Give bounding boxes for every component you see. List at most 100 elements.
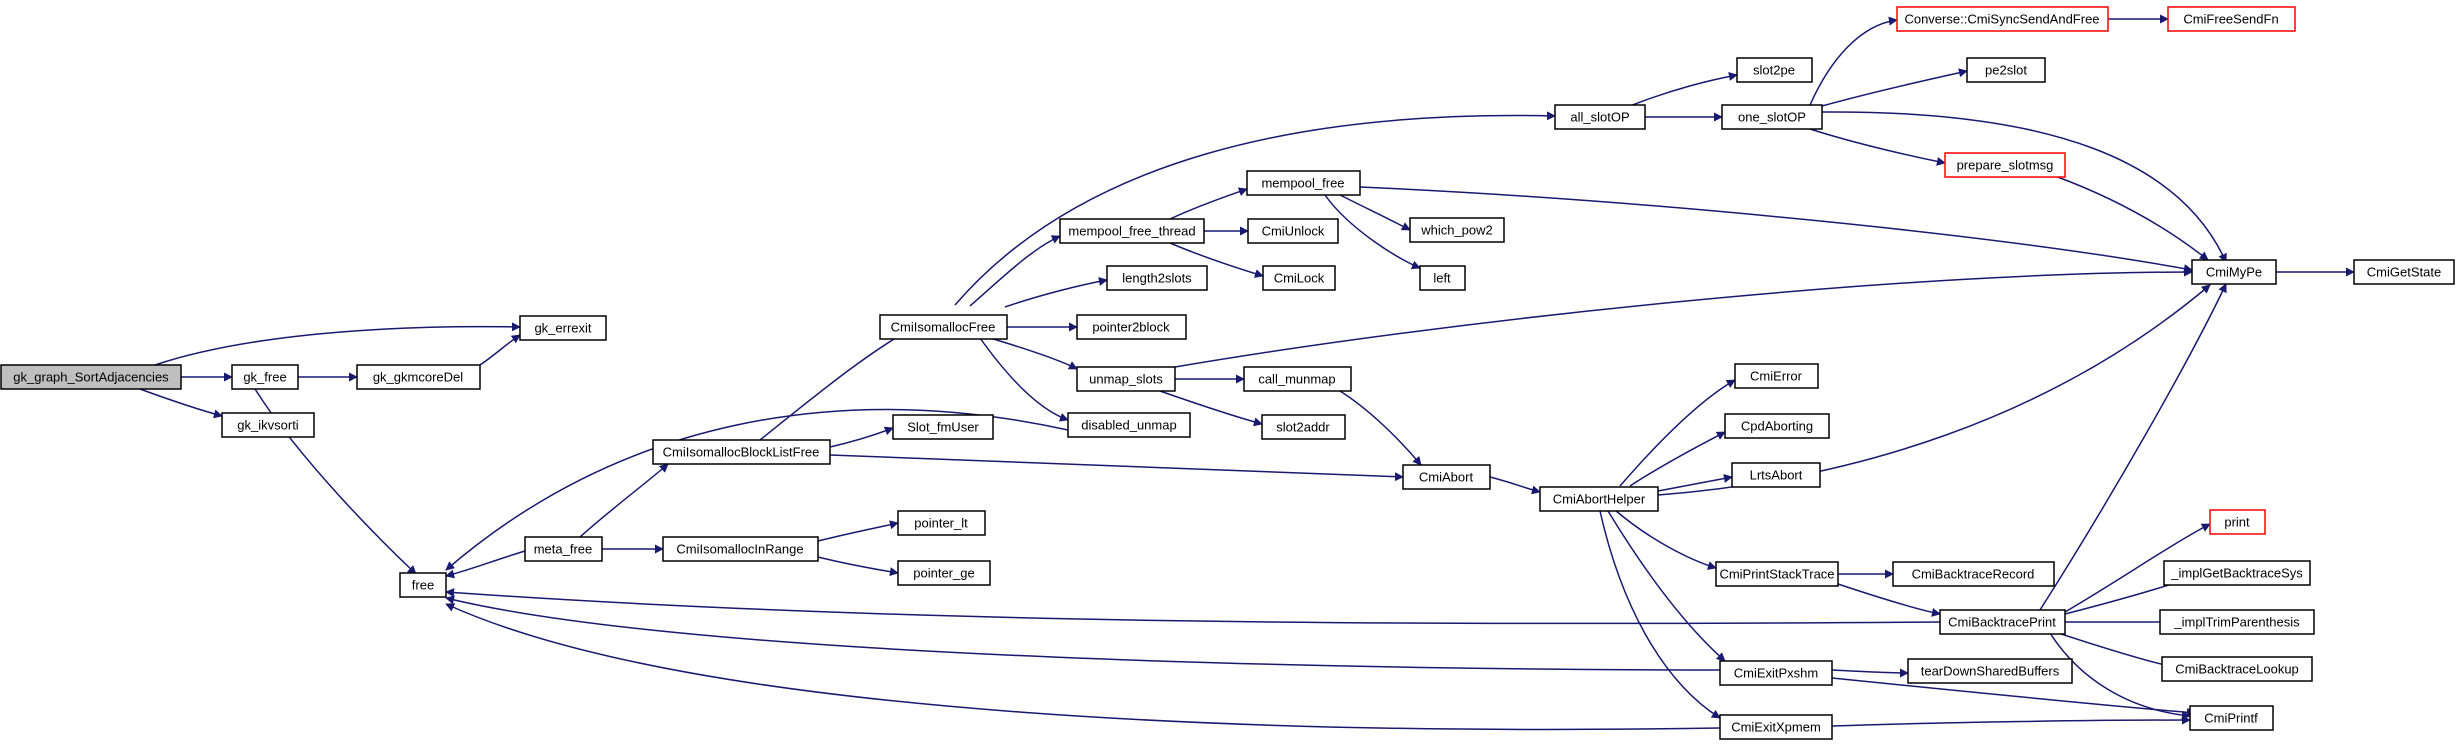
node-label: unmap_slots — [1089, 372, 1163, 387]
node-cmiexitpxshm[interactable]: CmiExitPxshm — [1719, 660, 1833, 686]
node-cmiaborthelper[interactable]: CmiAbortHelper — [1539, 486, 1659, 512]
node-label: which_pow2 — [1420, 223, 1493, 238]
edge-sortadj-errexit — [154, 322, 521, 366]
node-gk-gkmcoredel[interactable]: gk_gkmcoreDel — [356, 364, 481, 390]
node-cmiisomallocblocklistfree[interactable]: CmiIsomallocBlockListFree — [652, 439, 831, 465]
node-label: CmiGetState — [2367, 265, 2441, 280]
node-disabled-unmap[interactable]: disabled_unmap — [1067, 412, 1191, 438]
node-prepare-slotmsg[interactable]: prepare_slotmsg — [1944, 152, 2066, 178]
node-left[interactable]: left — [1419, 265, 1466, 291]
node-label: all_slotOP — [1570, 110, 1629, 125]
node-gk-free[interactable]: gk_free — [231, 364, 299, 390]
edge-inrange-pointerge — [817, 556, 899, 577]
node-cmiprintf[interactable]: CmiPrintf — [2189, 705, 2274, 731]
edge-backtraceprint-print — [2064, 523, 2211, 613]
node-slot-fmuser[interactable]: Slot_fmUser — [892, 414, 994, 440]
node-cmiabort[interactable]: CmiAbort — [1402, 464, 1491, 490]
edge-oneslotop-prepareslotmsg — [1809, 128, 1946, 166]
edge-printstacktrace-backtraceprint — [1837, 583, 1941, 617]
node-impltrimparenthesis[interactable]: _implTrimParenthesis — [2159, 609, 2315, 635]
node-cmigetstate[interactable]: CmiGetState — [2353, 259, 2455, 285]
node-cmiisomallocfree[interactable]: CmiIsomallocFree — [879, 314, 1008, 340]
edge-backtraceprint-free — [445, 588, 1941, 625]
node-slot2addr[interactable]: slot2addr — [1261, 414, 1346, 440]
node-gk-graph-sortadjacencies[interactable]: gk_graph_SortAdjacencies — [0, 364, 182, 390]
edge-metafree-blocklistfree — [579, 463, 669, 538]
node-label: mempool_free — [1261, 176, 1344, 191]
edge-aborthelper-exitpxshm — [1607, 510, 1726, 662]
node-all-slotop[interactable]: all_slotOP — [1554, 104, 1646, 130]
node-length2slots[interactable]: length2slots — [1106, 265, 1208, 291]
node-lrtsabort[interactable]: LrtsAbort — [1731, 462, 1821, 488]
node-label: one_slotOP — [1738, 110, 1806, 125]
edge-cmiabort-abortehelper — [1489, 476, 1541, 495]
edge-inrange-pointerlt — [817, 520, 899, 542]
node-cmibacktracerecord[interactable]: CmiBacktraceRecord — [1892, 561, 2055, 587]
node-pointer-lt[interactable]: pointer_lt — [897, 510, 986, 536]
node-label: mempool_free_thread — [1068, 224, 1195, 239]
node-gk-ikvsorti[interactable]: gk_ikvsorti — [221, 412, 315, 438]
node-label: CmiMyPe — [2206, 265, 2262, 280]
edges — [139, 14, 2355, 731]
node-gk-errexit[interactable]: gk_errexit — [519, 315, 607, 341]
node-call-munmap[interactable]: call_munmap — [1243, 366, 1352, 392]
node-label: pointer_ge — [913, 566, 974, 581]
node-cmibacktracelookup[interactable]: CmiBacktraceLookup — [2161, 656, 2313, 682]
node-cmiunlock[interactable]: CmiUnlock — [1247, 218, 1339, 244]
node-label: CmiAbort — [1419, 470, 1474, 485]
node-label: gk_graph_SortAdjacencies — [13, 370, 169, 385]
node-free[interactable]: free — [399, 572, 447, 598]
node-label: CmiIsomallocInRange — [676, 542, 803, 557]
node-pointer2block[interactable]: pointer2block — [1076, 314, 1187, 340]
node-cmierror[interactable]: CmiError — [1734, 363, 1819, 389]
node-one-slotop[interactable]: one_slotOP — [1721, 104, 1823, 130]
node-slot2pe[interactable]: slot2pe — [1736, 57, 1813, 83]
node-label: CmiIsomallocFree — [891, 320, 996, 335]
edge-unmapslots-cmimype — [1174, 267, 2193, 368]
node-label: gk_ikvsorti — [237, 418, 299, 433]
node-unmap-slots[interactable]: unmap_slots — [1076, 366, 1176, 392]
node-label: CpdAborting — [1741, 419, 1813, 434]
node-cmimype[interactable]: CmiMyPe — [2191, 259, 2277, 285]
node-label: length2slots — [1122, 271, 1192, 286]
node-pe2slot[interactable]: pe2slot — [1966, 57, 2046, 83]
node-label: tearDownSharedBuffers — [1921, 664, 2060, 679]
edge-exitpxshm-teardown — [1831, 668, 1909, 678]
node-cmibacktraceprint[interactable]: CmiBacktracePrint — [1939, 609, 2066, 635]
node-label: pointer2block — [1092, 320, 1170, 335]
edge-isomallocfree-disabledunmap — [979, 337, 1069, 422]
node-cmilock[interactable]: CmiLock — [1262, 265, 1336, 291]
edge-oneslotop-pe2slot — [1821, 68, 1968, 107]
node-cmiexitxpmem[interactable]: CmiExitXpmem — [1719, 714, 1833, 740]
edge-exitxpmem-cmiprintf — [1831, 715, 2191, 727]
edge-isomallocfree-allslotop — [954, 111, 1556, 306]
edge-blocklistfree-slotfmuser — [829, 426, 894, 448]
edge-mempoolfree-cmimype — [1359, 186, 2193, 273]
node-implgetbacktracesys[interactable]: _implGetBacktraceSys — [2163, 560, 2311, 586]
node-label: CmiError — [1750, 369, 1803, 384]
node-teardownsharedbuffers[interactable]: tearDownSharedBuffers — [1907, 658, 2073, 684]
node-label: free — [412, 578, 434, 593]
node-mempool-free[interactable]: mempool_free — [1246, 170, 1361, 196]
node-label: CmiExitPxshm — [1734, 666, 1819, 681]
edge-mempoolfree-whichpow2 — [1339, 194, 1411, 231]
node-meta-free[interactable]: meta_free — [524, 536, 603, 562]
node-label: disabled_unmap — [1081, 418, 1176, 433]
node-cpdaborting[interactable]: CpdAborting — [1724, 413, 1830, 439]
node-label: print — [2224, 515, 2250, 530]
node-cmifreesendfn[interactable]: CmiFreeSendFn — [2167, 6, 2296, 32]
edge-aborthelper-printstacktrace — [1614, 509, 1717, 570]
edge-oneslotop-converse — [1809, 16, 1898, 106]
node-label: slot2addr — [1276, 420, 1330, 435]
node-which-pow2[interactable]: which_pow2 — [1409, 217, 1505, 243]
node-label: CmiFreeSendFn — [2183, 12, 2278, 27]
edge-aborthelper-cmierror — [1619, 379, 1736, 487]
node-print[interactable]: print — [2209, 509, 2266, 535]
edge-backtraceprint-cmimype — [2039, 283, 2227, 611]
node-mempool-free-thread[interactable]: mempool_free_thread — [1059, 218, 1205, 244]
node-cmiprintstacktrace[interactable]: CmiPrintStackTrace — [1715, 561, 1839, 587]
node-converse-cmisyncsendandfree[interactable]: Converse::CmiSyncSendAndFree — [1896, 6, 2109, 32]
node-label: Slot_fmUser — [907, 420, 979, 435]
node-cmiisomallocinrange[interactable]: CmiIsomallocInRange — [662, 536, 819, 562]
node-pointer-ge[interactable]: pointer_ge — [897, 560, 991, 586]
